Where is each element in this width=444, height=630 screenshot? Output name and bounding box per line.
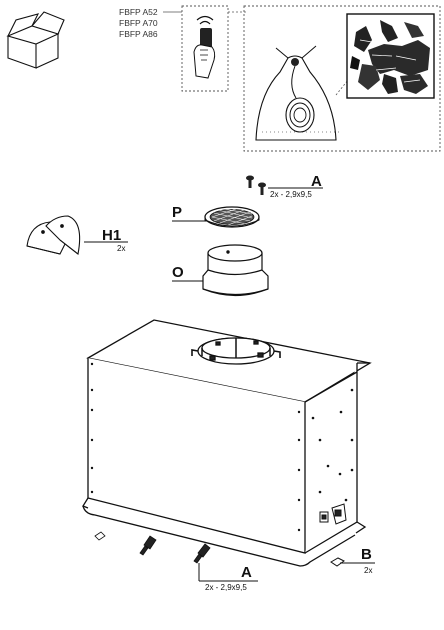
switch-icon [319,503,347,525]
label-o: O [172,264,184,281]
hood-body-icon [82,319,372,567]
label-p: P [172,204,182,221]
screw-icon [246,175,266,195]
adapter-ring-icon [202,244,269,297]
model-name: FBFP A86 [119,29,158,39]
remote-control-icon [181,5,229,92]
label-a-top: A [311,173,322,190]
model-name: FBFP A70 [119,18,158,28]
label-h1: H1 [102,227,121,244]
mounting-holes [90,362,354,532]
clip-icon [330,557,345,567]
label-a-bottom: A [241,564,252,581]
label-h1-qty: 2x [117,244,125,253]
outlet-ring-icon [191,337,281,365]
model-name: FBFP A52 [119,7,158,17]
label-a-top-spec: 2x - 2,9x9,5 [270,190,312,199]
half-cover-icon [26,215,81,255]
label-b: B [361,546,372,563]
grease-filter-icon [204,206,260,228]
label-a-bottom-spec: 2x - 2,9x9,5 [205,583,247,592]
box-icon [6,11,65,69]
europe-map-icon [335,13,435,99]
power-cord-bag-icon [243,5,441,152]
label-b-qty: 2x [364,566,372,575]
screw-icon [94,531,211,564]
